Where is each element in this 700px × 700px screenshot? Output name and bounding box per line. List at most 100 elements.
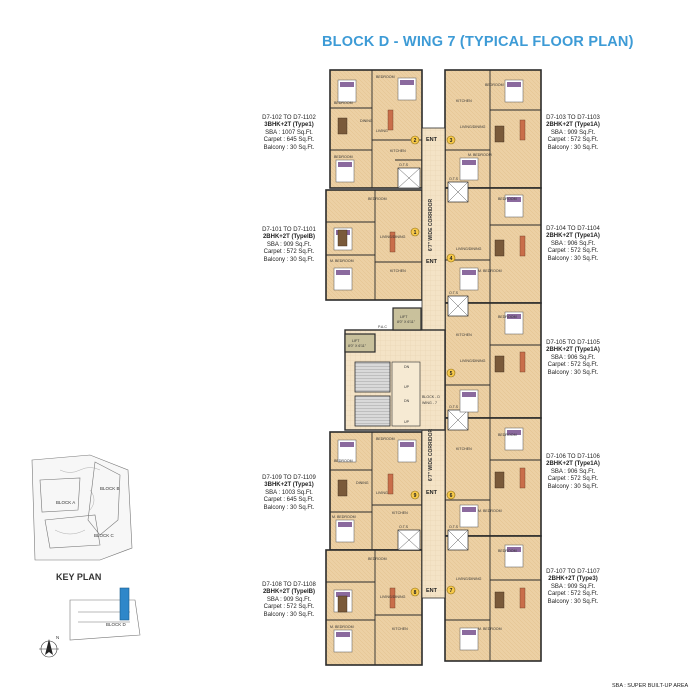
room-label: BEDROOM <box>334 155 353 159</box>
entry-number: 5 <box>450 371 453 377</box>
unit-sba: SBA : 909 Sq.Ft. <box>550 129 596 136</box>
unit-range: D7-105 TO D7-1105 <box>546 340 600 346</box>
lift-label: LIFT <box>352 339 360 343</box>
entry-number: 6 <box>450 493 453 499</box>
entry-number: 2 <box>414 138 417 144</box>
unit-d7-107 <box>444 535 542 662</box>
room-label: KITCHEN <box>456 447 472 451</box>
unit-balcony: Balcony : 30 Sq.Ft. <box>547 369 599 376</box>
unit-range: D7-102 TO D7-1102 <box>262 115 316 121</box>
room-label: M. BEDROOM <box>468 153 492 157</box>
unit-balcony: Balcony : 30 Sq.Ft. <box>547 598 599 605</box>
unit-label-d7-106: D7-106 TO D7-1106 2BHK+2T (Type1A) SBA :… <box>543 454 603 491</box>
unit-type: 2BHK+2T (Type3) <box>548 576 598 583</box>
unit-balcony: Balcony : 30 Sq.Ft. <box>263 611 315 618</box>
key-plan-block-b: BLOCK B <box>100 486 120 491</box>
key-plan-title: KEY PLAN <box>56 572 102 582</box>
room-label: KITCHEN <box>390 269 406 273</box>
ots-label: O.T.S <box>399 525 409 529</box>
key-plan-block-d: BLOCK D <box>106 622 127 627</box>
unit-balcony: Balcony : 30 Sq.Ft. <box>547 483 599 490</box>
room-label: BEDROOM <box>376 437 395 441</box>
unit-sba: SBA : 906 Sq.Ft. <box>550 240 596 247</box>
staircase-lower <box>354 395 391 427</box>
room-label: KITCHEN <box>456 333 472 337</box>
page-title: BLOCK D - WING 7 (TYPICAL FLOOR PLAN) <box>322 34 634 50</box>
unit-label-d7-101: D7-101 TO D7-1101 2BHK+2T (TypeIB) SBA :… <box>254 227 324 264</box>
unit-sba: SBA : 909 Sq.Ft. <box>266 596 312 603</box>
room-label: KITCHEN <box>456 99 472 103</box>
unit-type: 3BHK+2T (Type1) <box>264 482 314 489</box>
ots-label: O.T.S <box>449 177 459 181</box>
room-label: LIVING <box>376 129 388 133</box>
room-label: M. BEDROOM <box>478 627 502 631</box>
ots-label: O.T.S <box>449 291 459 295</box>
room-label: M. BEDROOM <box>332 515 356 519</box>
north-label: N <box>56 635 59 640</box>
unit-d7-103 <box>444 69 542 189</box>
stair-dn-label: DN <box>404 399 410 403</box>
block-label: BLOCK - D <box>422 395 440 399</box>
room-label: BEDROOM <box>334 101 353 105</box>
ent-label: ENT <box>426 588 438 594</box>
key-plan-block-a: BLOCK A <box>56 500 75 505</box>
entry-number: 1 <box>414 230 417 236</box>
key-plan-highlight-block-d <box>119 587 130 621</box>
unit-sba: SBA : 909 Sq.Ft. <box>550 583 596 590</box>
unit-range: D7-109 TO D7-1109 <box>262 475 316 481</box>
room-label: BEDROOM <box>334 459 353 463</box>
room-label: M. BEDROOM <box>478 269 502 273</box>
entry-number: 9 <box>414 493 417 499</box>
room-label: BEDROOM <box>498 549 517 553</box>
room-label: DINING <box>356 481 369 485</box>
lift-size-label: 8'0" X 6'11" <box>348 344 367 348</box>
ent-label: ENT <box>426 490 438 496</box>
pac-label: P.A.C <box>378 325 387 329</box>
stair-up-label: UP <box>404 420 410 424</box>
unit-carpet: Carpet : 645 Sq.Ft. <box>263 137 315 144</box>
ent-label: ENT <box>426 259 438 265</box>
room-label: BEDROOM <box>368 197 387 201</box>
room-label: LIVING/DINING <box>380 595 406 599</box>
unit-range: D7-107 TO D7-1107 <box>546 569 600 575</box>
ots-label: O.T.S <box>449 405 459 409</box>
unit-sba: SBA : 909 Sq.Ft. <box>266 241 312 248</box>
unit-balcony: Balcony : 30 Sq.Ft. <box>263 256 315 263</box>
room-label: M. BEDROOM <box>478 509 502 513</box>
unit-carpet: Carpet : 572 Sq.Ft. <box>547 591 599 598</box>
unit-type: 2BHK+2T (Type1A) <box>546 233 600 240</box>
stair-up-label: UP <box>404 385 410 389</box>
lift-label: LIFT <box>400 315 408 319</box>
room-label: LIVING/DINING <box>456 577 482 581</box>
room-label: LIVING <box>376 491 388 495</box>
staircase-upper <box>354 361 391 393</box>
unit-range: D7-101 TO D7-1101 <box>262 227 316 233</box>
unit-label-d7-103: D7-103 TO D7-1103 2BHK+2T (Type1A) SBA :… <box>543 115 603 152</box>
unit-range: D7-103 TO D7-1103 <box>546 115 600 121</box>
unit-label-d7-102: D7-102 TO D7-1102 3BHK+2T (Type1) SBA : … <box>254 115 324 152</box>
room-label: KITCHEN <box>392 627 408 631</box>
unit-label-d7-104: D7-104 TO D7-1104 2BHK+2T (Type1A) SBA :… <box>543 226 603 263</box>
unit-carpet: Carpet : 572 Sq.Ft. <box>547 137 599 144</box>
room-label: BEDROOM <box>376 75 395 79</box>
unit-balcony: Balcony : 30 Sq.Ft. <box>263 144 315 151</box>
lift-2 <box>344 333 376 353</box>
room-label: KITCHEN <box>392 511 408 515</box>
unit-d7-104 <box>444 187 542 304</box>
unit-label-d7-108: D7-108 TO D7-1108 2BHK+2T (TypeIB) SBA :… <box>254 582 324 619</box>
entrances: ENT ENT ENT ENT <box>426 137 438 594</box>
room-label: BEDROOM <box>498 197 517 201</box>
unit-carpet: Carpet : 572 Sq.Ft. <box>547 476 599 483</box>
unit-type: 2BHK+2T (Type1A) <box>546 461 600 468</box>
ots-label: O.T.S <box>449 525 459 529</box>
lift-size-label: 8'0" X 6'11" <box>397 320 416 324</box>
unit-range: D7-108 TO D7-1108 <box>262 582 316 588</box>
corridor-label-lower: 6'7" WIDE CORRIDOR <box>428 429 434 482</box>
room-label: BEDROOM <box>498 315 517 319</box>
unit-label-d7-107: D7-107 TO D7-1107 2BHK+2T (Type3) SBA : … <box>543 569 603 606</box>
lift-1 <box>392 307 422 331</box>
room-label: BEDROOM <box>485 83 504 87</box>
right-units <box>444 69 542 662</box>
unit-carpet: Carpet : 572 Sq.Ft. <box>547 362 599 369</box>
